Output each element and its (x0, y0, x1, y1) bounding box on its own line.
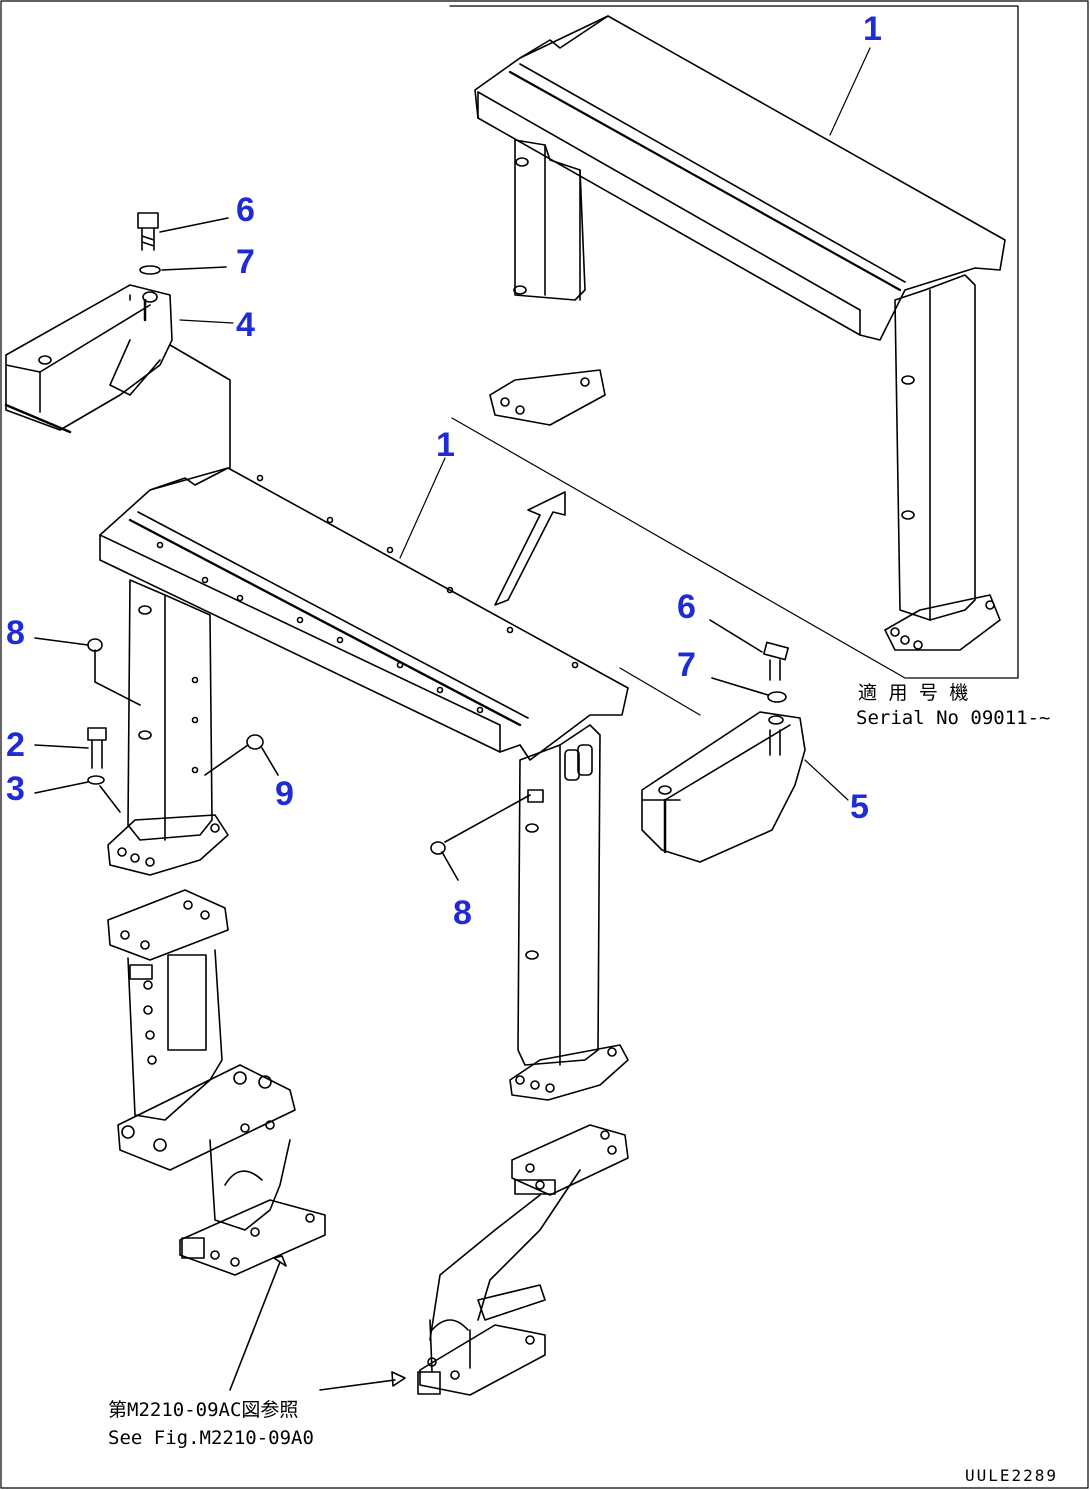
drawing-number: UULE2289 (965, 1466, 1059, 1485)
upper-guard-assembly (474, 15, 1006, 651)
serial-note-japanese: 適 用 号 機 (858, 682, 969, 704)
bolt-washer-left (137, 212, 229, 275)
lower-left-bracket (107, 889, 326, 1391)
serial-inset-border (449, 5, 1019, 679)
callout-part-6-left: 6 (236, 191, 255, 229)
serial-note-english: Serial No 09011-~ (856, 707, 1051, 729)
bolt-washer-right (709, 619, 789, 703)
reference-note-english: See Fig.M2210-09A0 (108, 1427, 314, 1449)
callout-part-4: 4 (236, 306, 255, 344)
lower-right-bracket (319, 1124, 629, 1396)
small-parts-left (34, 637, 279, 813)
callout-part-1-lower: 1 (436, 426, 455, 464)
small-part-center (430, 789, 544, 881)
callout-part-7-right: 7 (677, 646, 696, 684)
callout-part-6-right: 6 (677, 588, 696, 626)
callout-part-1-upper: 1 (863, 10, 882, 48)
cover-part-4 (4, 284, 231, 469)
callout-part-3: 3 (6, 770, 25, 808)
cover-part-5 (641, 711, 849, 863)
callout-part-5: 5 (850, 788, 869, 826)
main-guard-assembly (99, 467, 629, 1101)
callout-part-8-right: 8 (453, 894, 472, 932)
callout-part-2: 2 (6, 726, 25, 764)
reference-note-japanese: 第M2210-09AC図参照 (108, 1399, 299, 1421)
callout-part-9: 9 (275, 775, 294, 813)
callout-part-7-left: 7 (236, 243, 255, 281)
assembly-arrow (494, 491, 566, 606)
callout-part-8-left: 8 (6, 614, 25, 652)
inset-leader (451, 417, 906, 679)
